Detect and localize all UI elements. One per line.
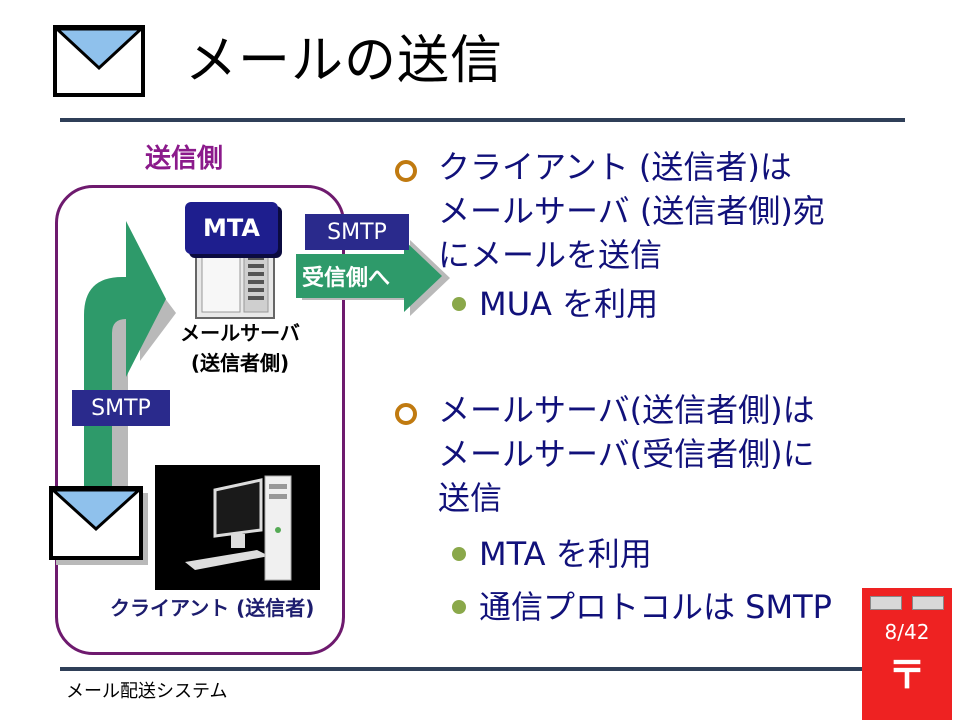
- envelope-icon: [49, 486, 148, 565]
- bullet-line: にメールを送信: [438, 236, 663, 274]
- sub-bullet-dot-icon: [452, 600, 466, 614]
- mta-label: MTA: [185, 202, 278, 254]
- server-label: メールサーバ (送信者側): [140, 318, 340, 378]
- sub-bullet-dot-icon: [452, 547, 466, 561]
- smtp-badge-top: SMTP: [305, 214, 409, 250]
- sub-bullet-item: 通信プロトコルは SMTP: [452, 585, 852, 629]
- title-divider: [60, 118, 905, 122]
- footer-divider: [60, 667, 905, 671]
- to-receiver-arrow: [296, 240, 450, 316]
- bullet-line: メールサーバ(受信者側)に: [438, 435, 815, 473]
- bullet-ring-icon: [395, 160, 417, 182]
- postbox-slot: [912, 596, 944, 610]
- sender-side-label: 送信側: [145, 144, 224, 174]
- bullet-line: メールサーバ(送信者側)は: [438, 391, 815, 429]
- bullet-line: メールサーバ (送信者側)宛: [438, 192, 825, 230]
- sub-bullet-dot-icon: [452, 297, 466, 311]
- footer-text: メール配送システム: [66, 681, 228, 702]
- postal-mark: 〒: [887, 653, 926, 697]
- sub-bullet-text: 通信プロトコルは SMTP: [479, 588, 832, 626]
- envelope-icon: [53, 25, 145, 97]
- sub-bullet-item: MUA を利用: [452, 282, 872, 326]
- client-label: クライアント (送信者): [110, 596, 315, 620]
- smtp-badge-left: SMTP: [72, 390, 170, 426]
- postbox-slot: [870, 596, 902, 610]
- bullet-line: 送信: [438, 479, 503, 517]
- desktop-computer-icon: [185, 475, 292, 581]
- page-number: 8/42: [884, 620, 930, 644]
- server-label-line1: メールサーバ: [180, 321, 300, 345]
- sub-bullet-text: MUA を利用: [479, 285, 659, 323]
- sender-side-panel: [55, 185, 345, 655]
- sub-bullet-item: MTA を利用: [452, 532, 872, 576]
- bullet-line: クライアント (送信者)は: [438, 148, 792, 186]
- page-title: メールの送信: [185, 31, 504, 91]
- to-receiver-label: 受信側へ: [302, 266, 391, 291]
- bullet-item: メールサーバ(送信者側)は メールサーバ(受信者側)に 送信: [395, 388, 915, 528]
- postbox-icon: 8/42 〒: [862, 588, 952, 720]
- bullet-ring-icon: [395, 403, 417, 425]
- server-label-line2: (送信者側): [190, 351, 290, 375]
- bullet-item: クライアント (送信者)は メールサーバ (送信者側)宛 にメールを送信: [395, 145, 915, 285]
- sub-bullet-text: MTA を利用: [479, 535, 652, 573]
